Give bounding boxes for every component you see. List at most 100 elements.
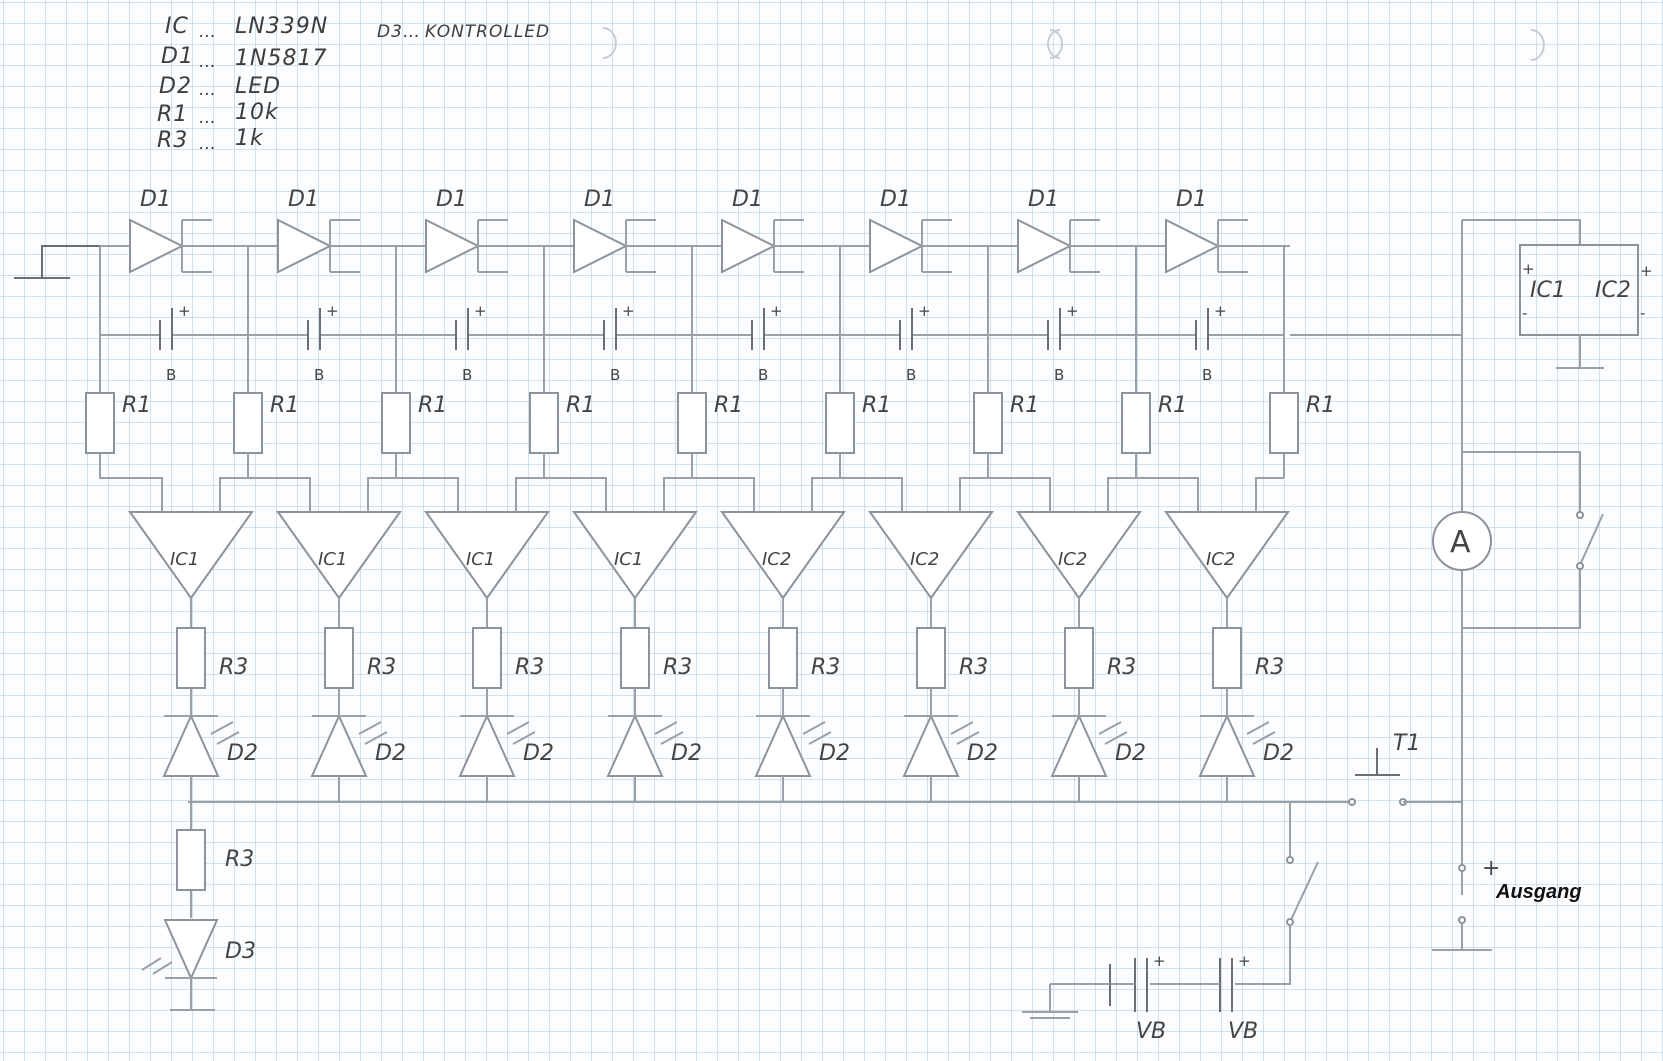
led-d2 bbox=[754, 713, 812, 777]
ic1-plus-sign: + bbox=[1522, 260, 1535, 278]
comparator-label: IC1 bbox=[614, 549, 643, 570]
capacitor-b bbox=[455, 308, 469, 350]
led-d2-label: D2 bbox=[227, 741, 258, 766]
resistor-r1 bbox=[1121, 392, 1151, 454]
push-button-t1: T1 bbox=[1290, 731, 1462, 806]
led-d2 bbox=[310, 713, 368, 777]
led-d2-bar bbox=[1200, 715, 1254, 802]
led-d2-label: D2 bbox=[671, 741, 702, 766]
capacitor-b bbox=[603, 308, 617, 350]
resistor-r1-label: R1 bbox=[862, 393, 891, 418]
r1-to-ic bbox=[247, 453, 311, 512]
legend-d3-sym: D3 bbox=[377, 22, 403, 42]
resistor-r1-label: R1 bbox=[1306, 393, 1335, 418]
r1-to-ic bbox=[1135, 453, 1199, 512]
diode-d1-label: D1 bbox=[140, 187, 171, 212]
diode-d1-label: D1 bbox=[436, 187, 467, 212]
comp-input-2 bbox=[811, 477, 840, 512]
resistor-r1 bbox=[973, 392, 1003, 454]
led-d2-bar bbox=[756, 715, 810, 802]
ic2-plus-sign: + bbox=[1640, 262, 1653, 280]
resistor-r1-label: R1 bbox=[1010, 393, 1039, 418]
diode-d1-bar bbox=[625, 219, 656, 273]
capacitor-b bbox=[307, 308, 321, 350]
legend-dots: … bbox=[199, 108, 217, 128]
led-d2-label: D2 bbox=[375, 741, 406, 766]
battery-label: VB bbox=[1136, 1019, 1166, 1044]
punch-hole bbox=[1530, 29, 1545, 61]
resistor-r3-label: R3 bbox=[1255, 655, 1284, 680]
comparator bbox=[1016, 511, 1142, 600]
resistor-r3-label: R3 bbox=[959, 655, 988, 680]
ic-power-label-ic2: IC2 bbox=[1595, 278, 1631, 303]
comp-input-2 bbox=[1107, 477, 1136, 512]
diode-d1 bbox=[1165, 218, 1221, 274]
diode-d1 bbox=[869, 218, 925, 274]
r1-to-ic bbox=[395, 453, 459, 512]
ic2-minus-sign: - bbox=[1640, 304, 1645, 322]
led-d2-bar bbox=[904, 715, 958, 802]
diode-d1-bar bbox=[329, 219, 360, 273]
diode-d1-bar bbox=[773, 219, 804, 273]
comparator-label: IC1 bbox=[170, 549, 199, 570]
resistor-r3 bbox=[768, 627, 798, 689]
diode-d1 bbox=[573, 218, 629, 274]
ammeter-branch: A bbox=[1432, 451, 1604, 629]
diode-d1 bbox=[721, 218, 777, 274]
output-plus: + bbox=[1482, 856, 1500, 881]
battery-plus: + bbox=[1238, 952, 1251, 970]
legend-d3-value: KONTROLLED bbox=[425, 22, 551, 42]
led-d2 bbox=[902, 713, 960, 777]
capacitor-b bbox=[899, 308, 913, 350]
led-d2 bbox=[458, 713, 516, 777]
resistor-r3 bbox=[324, 627, 354, 689]
output-terminal: + Ausgang bbox=[1432, 856, 1582, 951]
comparator bbox=[720, 511, 846, 600]
switch-contact bbox=[1576, 511, 1584, 519]
resistor-r3-label: R3 bbox=[515, 655, 544, 680]
cap-plus: + bbox=[178, 302, 191, 320]
battery-label: VB bbox=[1228, 1019, 1258, 1044]
t1-label: T1 bbox=[1393, 731, 1420, 756]
resistor-r1-label: R1 bbox=[1158, 393, 1187, 418]
led-arrows bbox=[210, 721, 240, 745]
resistor-r3-label: R3 bbox=[219, 655, 248, 680]
ground-symbol-left bbox=[14, 245, 100, 279]
control-led-label: D3 bbox=[225, 939, 256, 964]
punch-hole bbox=[1047, 29, 1061, 59]
comparator-label: IC2 bbox=[910, 549, 939, 570]
led-d2-label: D2 bbox=[523, 741, 554, 766]
led-d2-bar bbox=[164, 715, 218, 802]
led-arrows bbox=[358, 721, 388, 745]
led-d2-label: D2 bbox=[1115, 741, 1146, 766]
diode-d1-bar bbox=[477, 219, 508, 273]
legend-dots: … bbox=[403, 22, 421, 42]
legend-d2-sym: D2 bbox=[159, 74, 192, 99]
legend-d1-sym: D1 bbox=[161, 44, 194, 69]
diode-d1 bbox=[277, 218, 333, 274]
led-arrows bbox=[1246, 721, 1276, 745]
resistor-r1-label: R1 bbox=[270, 393, 299, 418]
comparator-label: IC2 bbox=[1058, 549, 1087, 570]
comparator bbox=[572, 511, 698, 600]
control-led-branch: R3 D3 bbox=[141, 802, 256, 1011]
ic-power-block: IC1 IC2 + - + - bbox=[1461, 219, 1653, 895]
legend-r3-sym: R3 bbox=[157, 128, 189, 153]
capacitor-b bbox=[751, 308, 765, 350]
diode-d1-label: D1 bbox=[1028, 187, 1059, 212]
cap-plus: + bbox=[474, 302, 487, 320]
diode-d1-bar bbox=[181, 219, 212, 273]
ic-power-label-ic1: IC1 bbox=[1530, 278, 1566, 303]
led-arrows bbox=[950, 721, 980, 745]
comparator-label: IC1 bbox=[318, 549, 347, 570]
cap-plus: + bbox=[770, 302, 783, 320]
comp-input-2 bbox=[367, 477, 396, 512]
resistor-r1 bbox=[825, 392, 855, 454]
resistor-r3 bbox=[1212, 627, 1242, 689]
comparator-label: IC1 bbox=[466, 549, 495, 570]
r1-to-ic bbox=[987, 453, 1051, 512]
led-d2-bar bbox=[460, 715, 514, 802]
control-resistor-label: R3 bbox=[225, 847, 254, 872]
led-d2-label: D2 bbox=[1263, 741, 1294, 766]
led-arrows bbox=[1098, 721, 1128, 745]
